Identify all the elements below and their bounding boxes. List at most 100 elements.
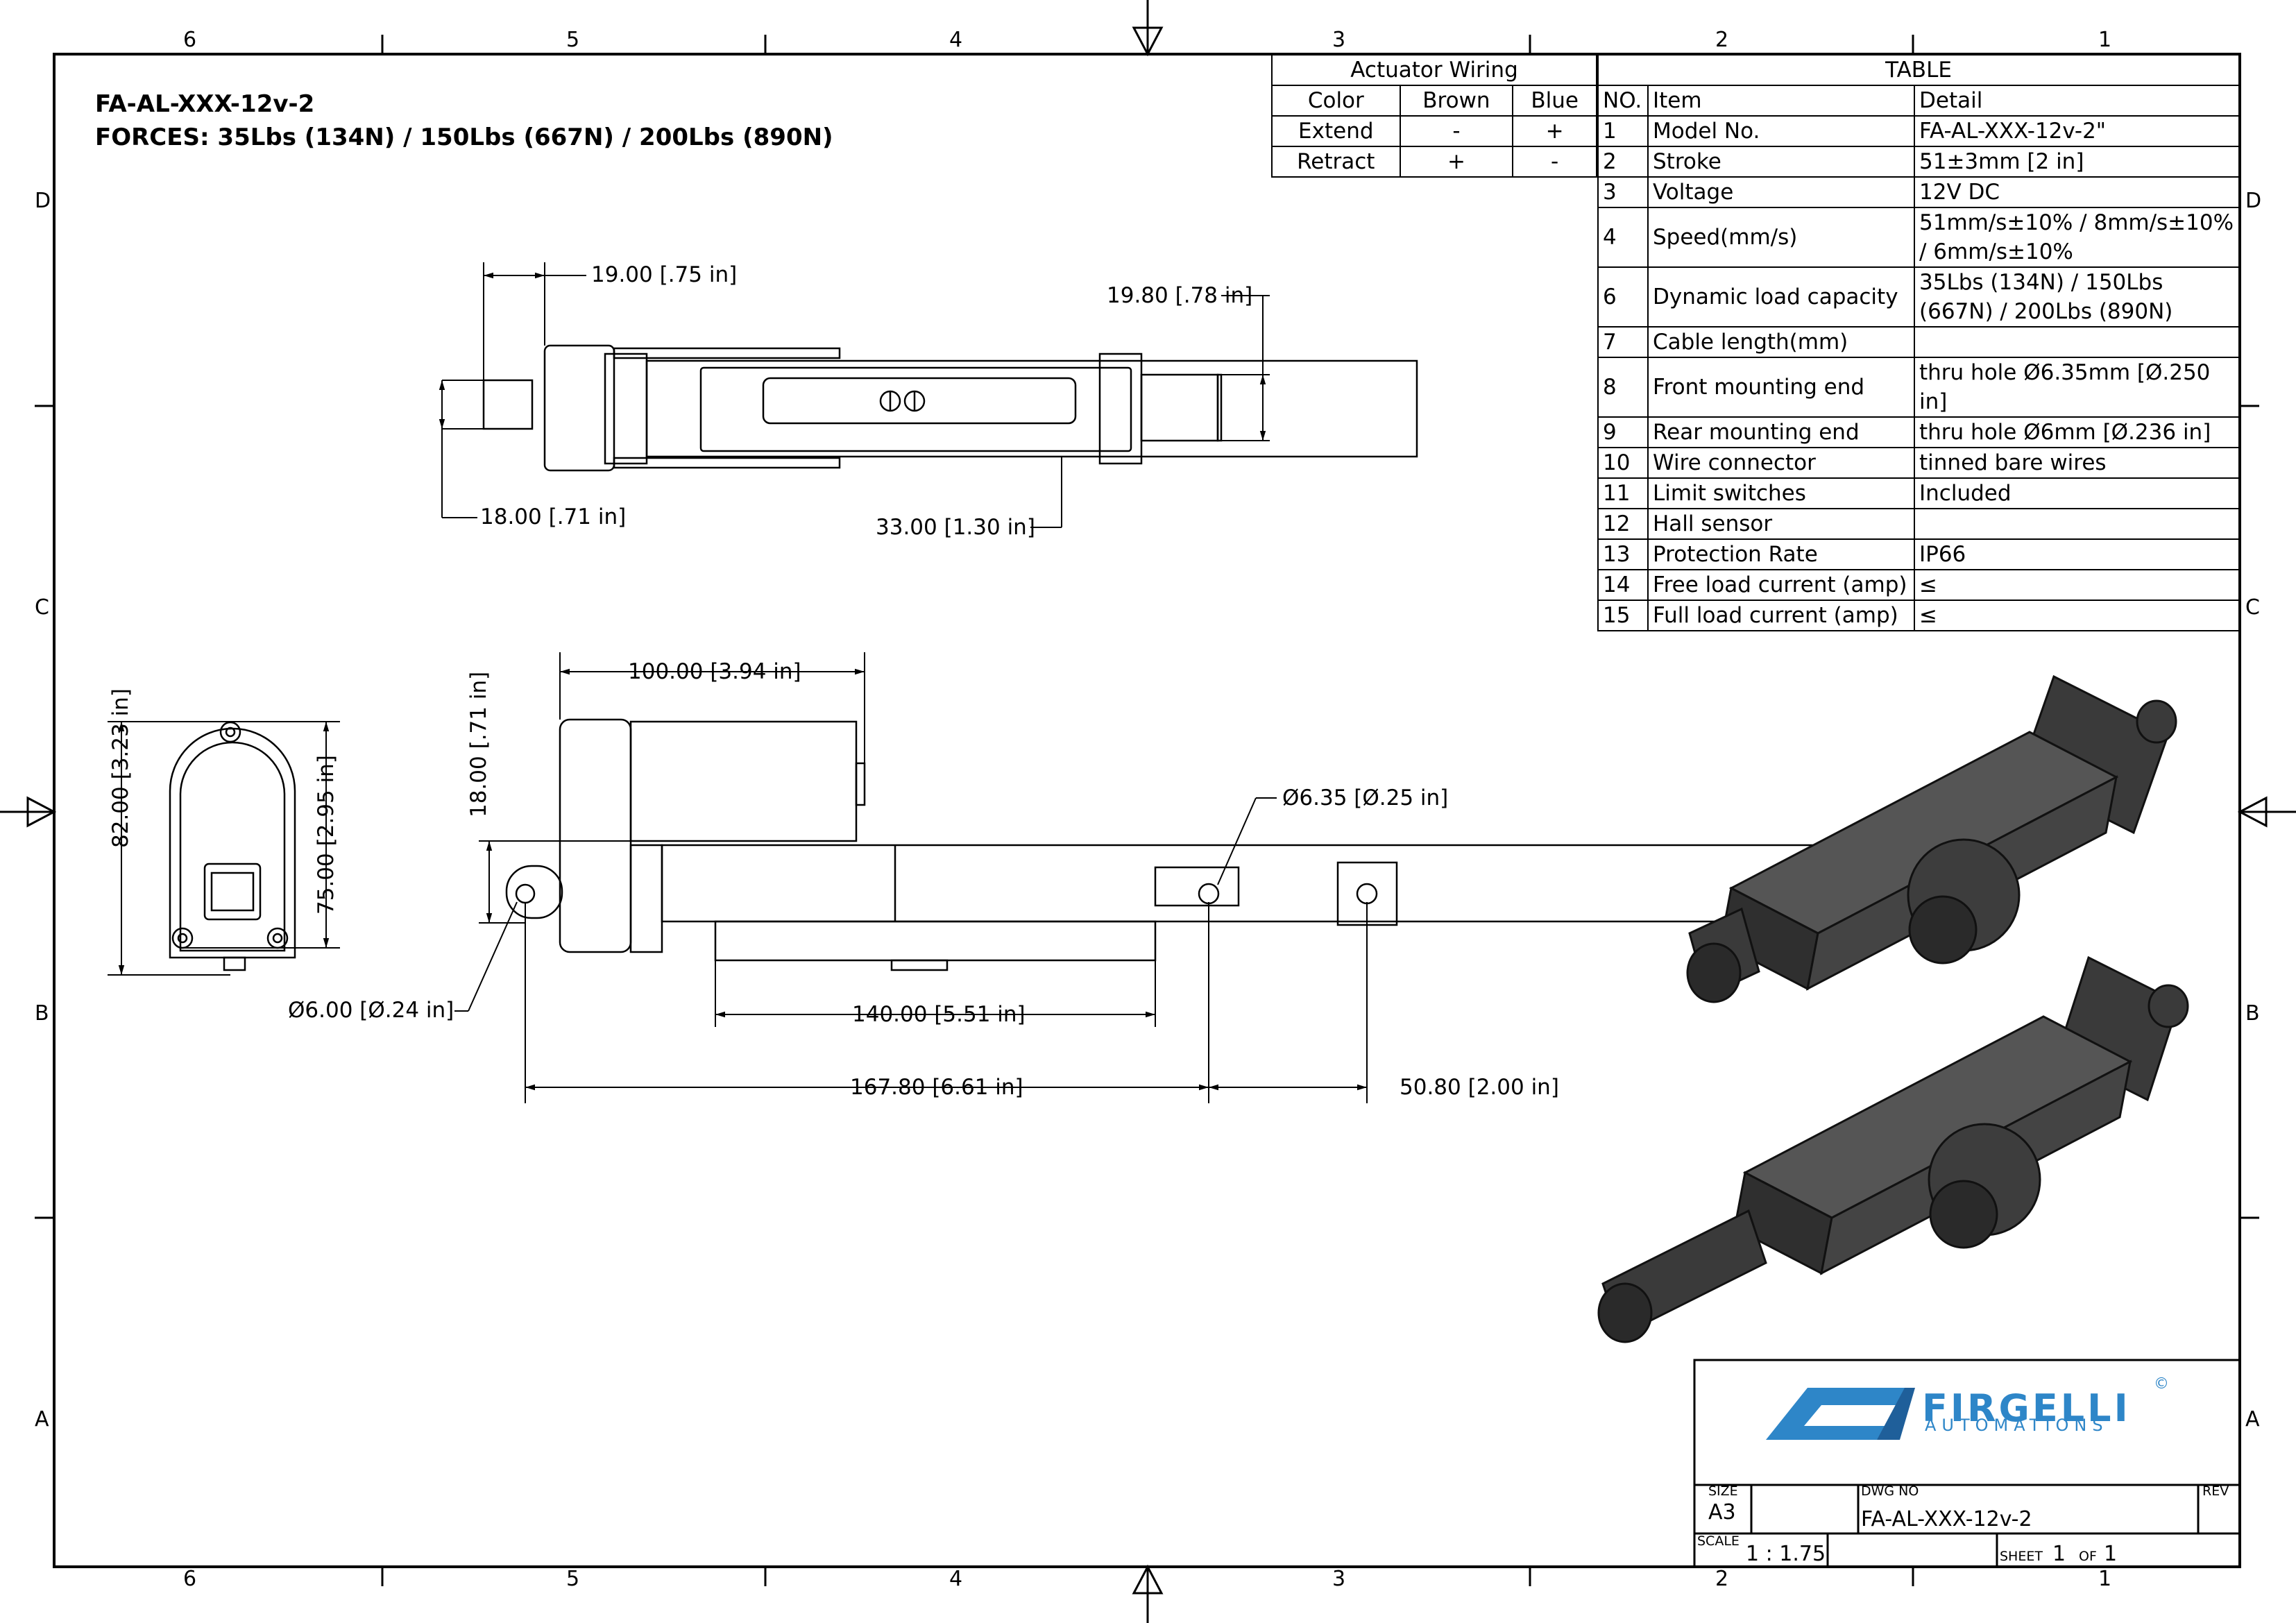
zone-col-2: 2 xyxy=(1715,28,1729,52)
dwg-value: FA-AL-XXX-12v-2 xyxy=(1861,1507,2032,1531)
wiring-cell: - xyxy=(1399,115,1514,147)
zone-row-c-right: C xyxy=(2245,595,2260,620)
spec-detail: 51mm/s±10% / 8mm/s±10% / 6mm/s±10% xyxy=(1914,207,2240,268)
zone-row-b-right: B xyxy=(2245,1001,2260,1026)
wiring-col-brown: Brown xyxy=(1399,85,1514,117)
zone-col-3-bottom: 3 xyxy=(1332,1567,1346,1591)
firgelli-logo-icon xyxy=(1766,1388,1915,1440)
side-view xyxy=(505,718,1853,971)
zone-row-d: D xyxy=(35,189,51,213)
spec-item: Dynamic load capacity xyxy=(1647,266,1915,328)
sheet-value: 1 xyxy=(2052,1542,2066,1566)
wiring-col-color: Color xyxy=(1271,85,1401,117)
spec-detail: 35Lbs (134N) / 150Lbs (667N) / 200Lbs (8… xyxy=(1914,266,2240,328)
spec-detail: thru hole Ø6.35mm [Ø.250 in] xyxy=(1914,357,2240,418)
spec-no: 13 xyxy=(1597,538,1649,570)
zone-col-5: 5 xyxy=(566,28,580,52)
spec-detail: 51±3mm [2 in] xyxy=(1914,146,2240,178)
zone-col-4: 4 xyxy=(949,28,963,52)
spec-detail: ≤ xyxy=(1914,569,2240,601)
forces-title: FORCES: 35Lbs (134N) / 150Lbs (667N) / 2… xyxy=(95,124,833,151)
dim-side-100-00: 100.00 [3.94 in] xyxy=(628,659,801,684)
spec-no: 1 xyxy=(1597,115,1649,147)
spec-item: Protection Rate xyxy=(1647,538,1915,570)
dwg-label: DWG NO xyxy=(1861,1484,1919,1499)
spec-no: 3 xyxy=(1597,176,1649,208)
zone-col-4-bottom: 4 xyxy=(949,1567,963,1591)
spec-detail xyxy=(1914,508,2240,540)
wiring-col-blue: Blue xyxy=(1512,85,1597,117)
sheet-label: SHEET xyxy=(2000,1549,2043,1564)
wiring-cell: + xyxy=(1512,115,1597,147)
dim-front-hole: Ø6.35 [Ø.25 in] xyxy=(1282,785,1449,810)
spec-item: Voltage xyxy=(1647,176,1915,208)
spec-item: Speed(mm/s) xyxy=(1647,207,1915,268)
dim-top-19-00: 19.00 [.75 in] xyxy=(591,262,738,287)
scale-value: 1 : 1.75 xyxy=(1746,1542,1826,1566)
dim-end-75-00: 75.00 [2.95 in] xyxy=(314,755,339,915)
spec-item: Cable length(mm) xyxy=(1647,326,1915,358)
wiring-cell: + xyxy=(1399,146,1514,178)
spec-detail: tinned bare wires xyxy=(1914,447,2240,479)
wiring-table: Actuator Wiring Color Brown Blue Extend … xyxy=(1271,54,1597,178)
spec-no: 14 xyxy=(1597,569,1649,601)
spec-no: 2 xyxy=(1597,146,1649,178)
spec-table-title: TABLE xyxy=(1597,54,2240,86)
wiring-cell: Extend xyxy=(1271,115,1401,147)
wiring-title: Actuator Wiring xyxy=(1271,54,1597,86)
zone-row-c: C xyxy=(35,595,49,620)
title-block-grid xyxy=(1693,1359,2241,1568)
zone-col-5-bottom: 5 xyxy=(566,1567,580,1591)
spec-no: 12 xyxy=(1597,508,1649,540)
spec-item: Stroke xyxy=(1647,146,1915,178)
spec-item: Full load current (amp) xyxy=(1647,600,1915,631)
spec-no: 8 xyxy=(1597,357,1649,418)
spec-no: 6 xyxy=(1597,266,1649,328)
dim-rear-hole: Ø6.00 [Ø.24 in] xyxy=(288,998,454,1023)
spec-detail: ≤ xyxy=(1914,600,2240,631)
zone-col-6: 6 xyxy=(183,28,197,52)
spec-header-no: NO. xyxy=(1597,85,1649,117)
of-label: OF xyxy=(2079,1549,2097,1564)
dim-side-140-00: 140.00 [5.51 in] xyxy=(852,1002,1026,1027)
dim-end-82-00: 82.00 [3.23 in] xyxy=(108,688,133,848)
zone-col-1: 1 xyxy=(2098,28,2112,52)
zone-col-3: 3 xyxy=(1332,28,1346,52)
zone-row-a: A xyxy=(35,1407,49,1431)
size-label: SIZE xyxy=(1708,1484,1738,1499)
render-extended xyxy=(1597,955,2189,1343)
model-title: FA-AL-XXX-12v-2 xyxy=(95,90,315,118)
rev-label: REV xyxy=(2202,1484,2229,1499)
zone-col-1-bottom: 1 xyxy=(2098,1567,2112,1591)
spec-item: Rear mounting end xyxy=(1647,416,1915,448)
spec-header-item: Item xyxy=(1647,85,1915,117)
spec-no: 4 xyxy=(1597,207,1649,268)
spec-detail: FA-AL-XXX-12v-2" xyxy=(1914,115,2240,147)
spec-item: Limit switches xyxy=(1647,477,1915,509)
end-view-dimensions xyxy=(108,721,340,976)
zone-row-a-right: A xyxy=(2245,1407,2260,1431)
spec-no: 9 xyxy=(1597,416,1649,448)
spec-no: 7 xyxy=(1597,326,1649,358)
dim-top-18-00: 18.00 [.71 in] xyxy=(480,504,627,529)
dim-top-19-80: 19.80 [.78 in] xyxy=(1107,283,1253,308)
dim-side-167-80: 167.80 [6.61 in] xyxy=(850,1075,1023,1100)
spec-detail: IP66 xyxy=(1914,538,2240,570)
spec-item: Model No. xyxy=(1647,115,1915,147)
top-view xyxy=(482,344,1418,472)
brand-sub: AUTOMATIONS xyxy=(1925,1416,2109,1435)
spec-item: Wire connector xyxy=(1647,447,1915,479)
dim-side-18-00: 18.00 [.71 in] xyxy=(466,671,491,817)
zone-row-b: B xyxy=(35,1001,49,1026)
